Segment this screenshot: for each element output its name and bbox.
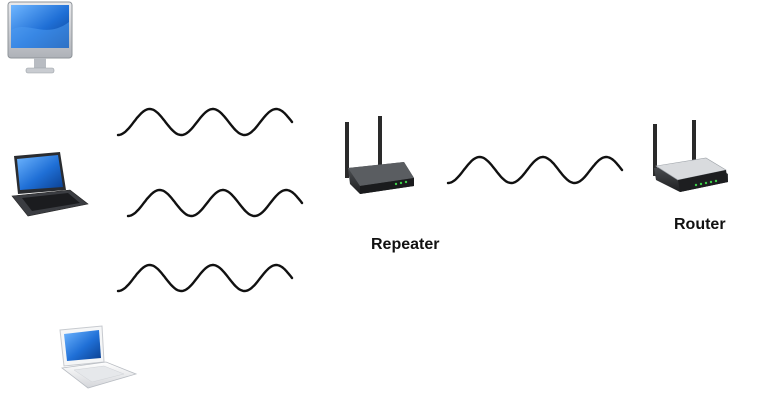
desktop-monitor-icon [7,1,73,74]
wireless-router-icon [653,120,728,192]
repeater-label: Repeater [371,236,440,253]
wireless-repeater-icon [345,116,414,194]
wireless-wave-desktop [116,107,294,137]
wireless-wave-white-laptop [116,263,294,293]
laptop-icon [11,152,89,217]
wireless-wave-laptop [126,188,304,218]
router-label: Router [674,216,726,233]
white-laptop-icon [59,325,138,389]
wireless-wave-repeater-router [446,155,624,185]
